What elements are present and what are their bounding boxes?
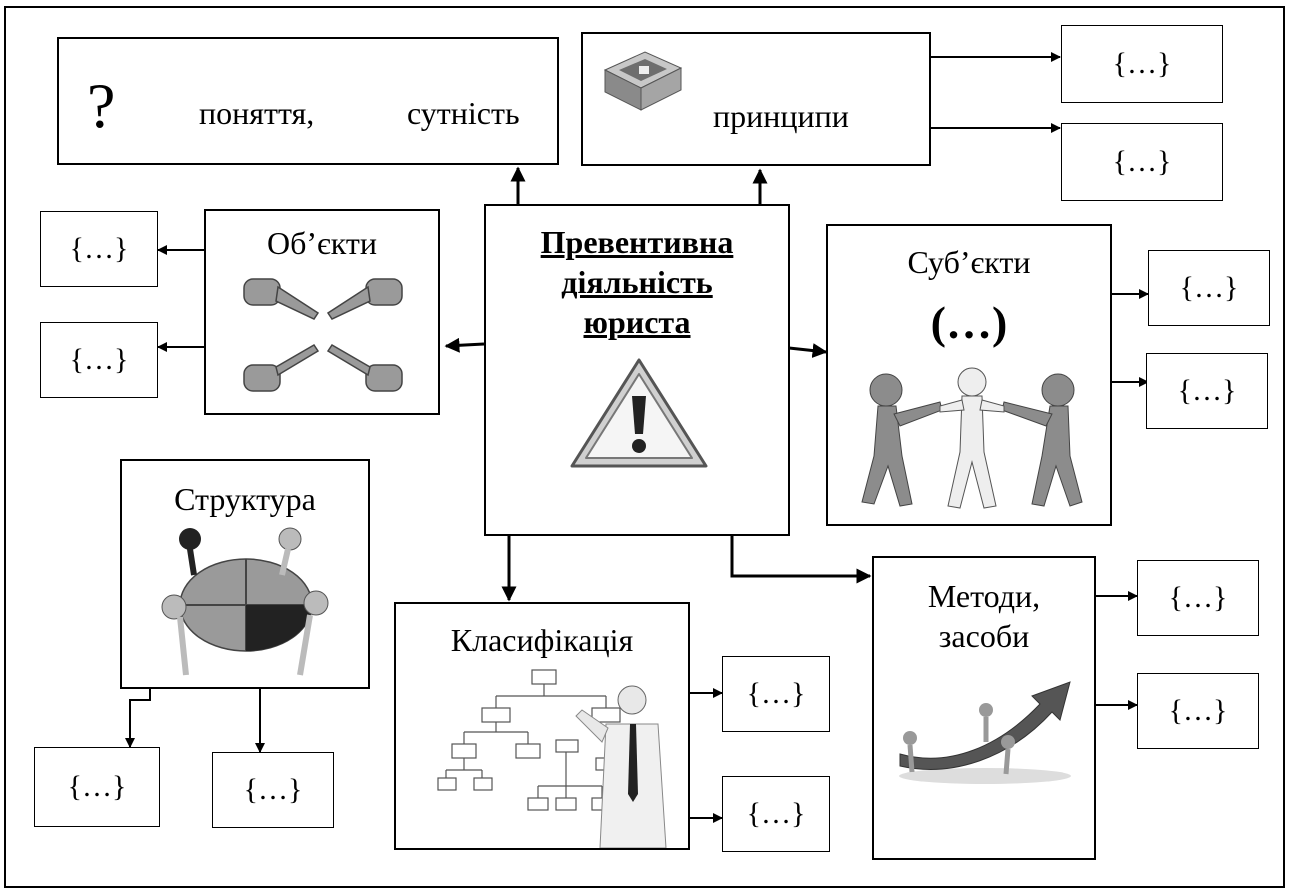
objects-label: Об’єкти (266, 225, 377, 261)
classification-label: Класифікація (450, 622, 634, 658)
principles-placeholder-1: {…} (1061, 25, 1223, 103)
puzzle-people-icon (161, 527, 329, 676)
methods-label-line-1: Методи, (927, 578, 1041, 614)
methods-placeholder-1: {…} (1137, 560, 1259, 636)
center-title-line-2: діяльність (561, 264, 713, 300)
center-title-line-3: юриста (583, 304, 691, 340)
building-foundation-icon (603, 51, 683, 111)
center-box: Превентивна діяльність юриста (484, 204, 790, 536)
structure-placeholder-2: {…} (212, 752, 334, 828)
structure-box: Структура (120, 459, 370, 689)
objects-box: Об’єкти (204, 209, 440, 415)
concept-word-2: сутність (407, 95, 520, 131)
concept-box: ? поняття, сутність (57, 37, 559, 165)
structure-label: Структура (174, 481, 316, 517)
org-chart-man-icon (437, 669, 667, 848)
subjects-box: Суб’єкти (…) (826, 224, 1112, 526)
classification-placeholder-1: {…} (722, 656, 830, 732)
classification-placeholder-2: {…} (722, 776, 830, 852)
methods-box: Методи, засоби (872, 556, 1096, 860)
subjects-sub: (…) (930, 297, 1008, 348)
diagram-frame (4, 6, 1285, 888)
principles-box: принципи (581, 32, 931, 166)
methods-label-line-2: засоби (938, 618, 1030, 654)
methods-placeholder-2: {…} (1137, 673, 1259, 749)
objects-placeholder-2: {…} (40, 322, 158, 398)
center-title-line-1: Превентивна (540, 224, 734, 260)
pointing-hands-icon (243, 278, 403, 392)
objects-placeholder-1: {…} (40, 211, 158, 287)
classification-box: Класифікація (394, 602, 690, 850)
concept-word-1: поняття, (199, 95, 315, 131)
subjects-placeholder-2: {…} (1146, 353, 1268, 429)
structure-placeholder-1: {…} (34, 747, 160, 827)
growth-arrow-icon (899, 681, 1071, 784)
subjects-label: Суб’єкти (907, 244, 1031, 280)
principles-label: принципи (713, 98, 849, 134)
warning-triangle-icon (570, 358, 708, 468)
principles-placeholder-2: {…} (1061, 123, 1223, 201)
subjects-placeholder-1: {…} (1148, 250, 1270, 326)
question-mark-icon: ? (87, 70, 116, 141)
people-tug-icon (861, 367, 1083, 509)
